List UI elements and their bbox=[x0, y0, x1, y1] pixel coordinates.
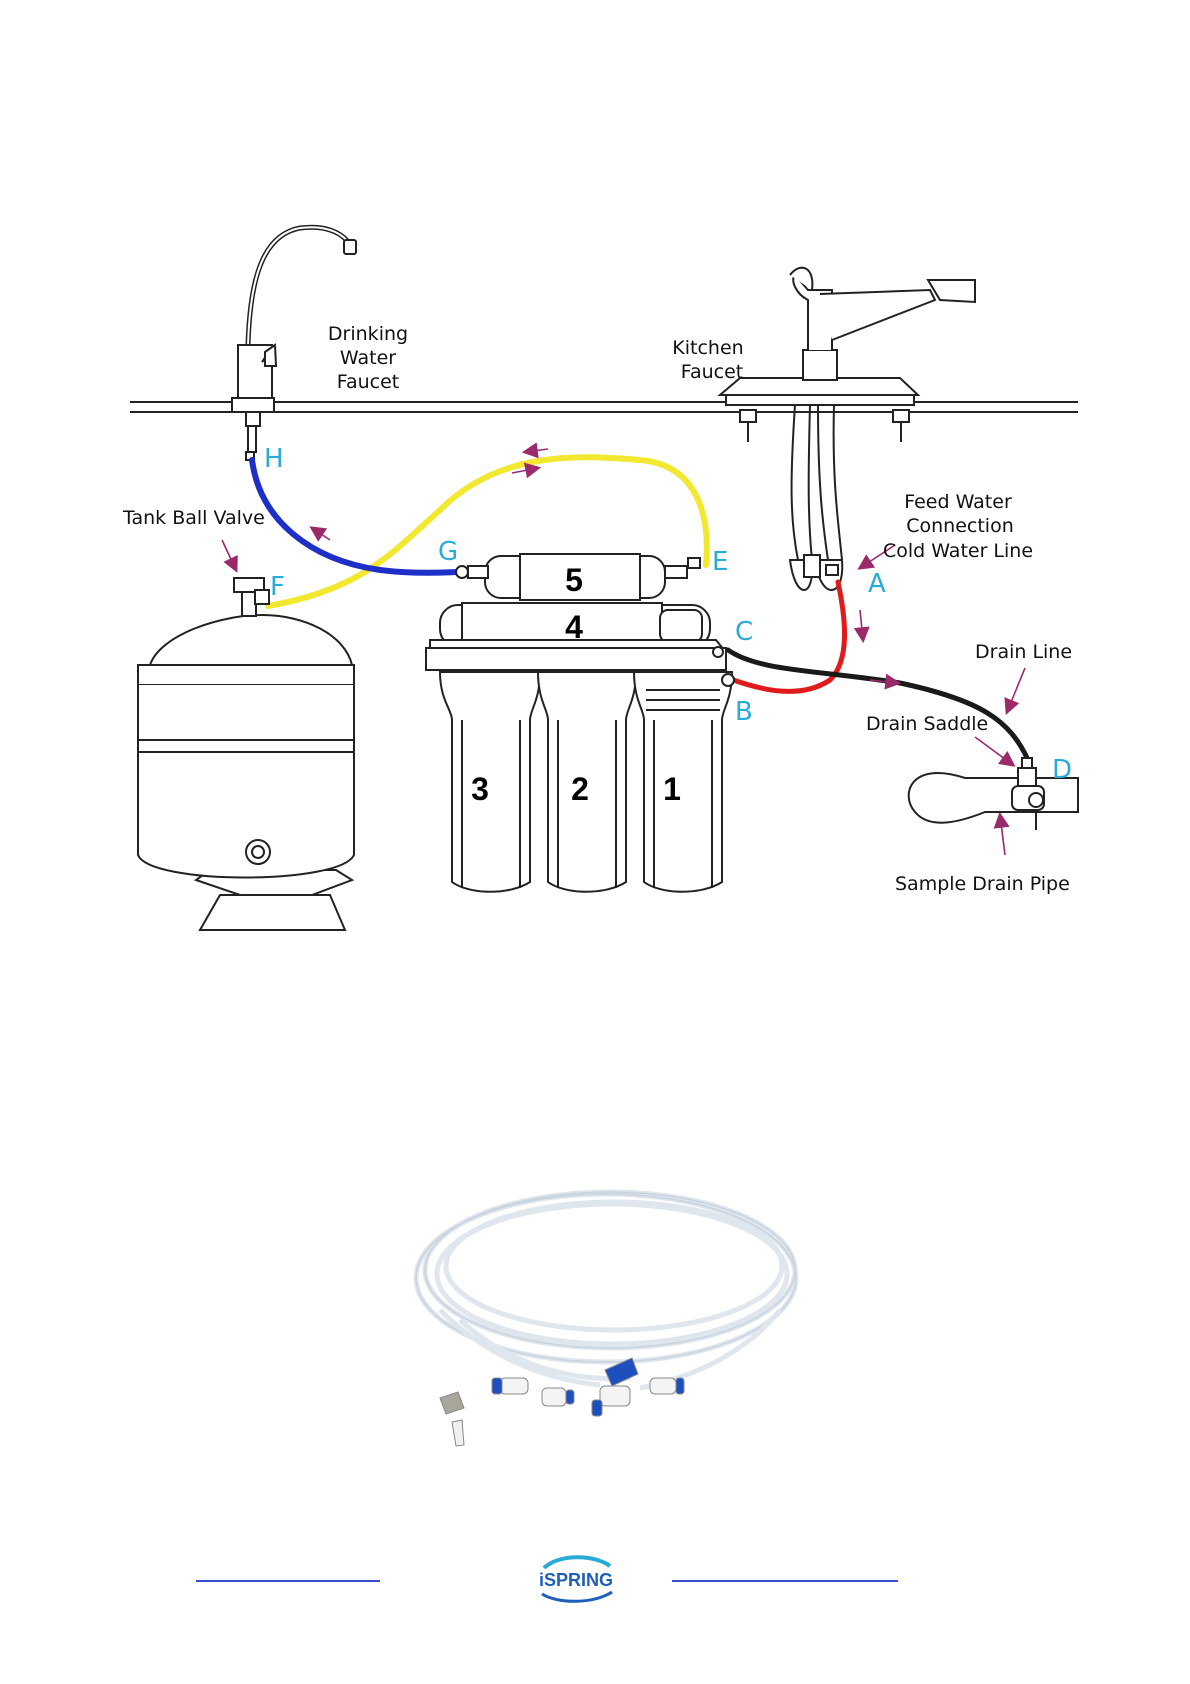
svg-text:Water: Water bbox=[340, 347, 396, 369]
tubing-kit-icon bbox=[400, 1160, 820, 1480]
point-d: D bbox=[1052, 755, 1072, 785]
svg-text:Feed Water: Feed Water bbox=[904, 491, 1012, 513]
stage-4-number: 4 bbox=[565, 609, 583, 645]
tank-ball-valve-label: Tank Ball Valve bbox=[122, 507, 265, 529]
ispring-logo: iSPRING bbox=[528, 1550, 624, 1606]
point-b: B bbox=[735, 697, 753, 727]
footer-rule-left bbox=[196, 1580, 380, 1582]
footer-rule-right bbox=[672, 1580, 898, 1582]
stage-3-number: 3 bbox=[471, 771, 489, 807]
svg-text:Cold Water Line: Cold Water Line bbox=[883, 540, 1033, 562]
svg-text:Faucet: Faucet bbox=[337, 371, 399, 393]
svg-text:Kitchen: Kitchen bbox=[672, 337, 743, 359]
svg-text:Faucet: Faucet bbox=[681, 361, 743, 383]
drain-line-label: Drain Line bbox=[975, 641, 1072, 663]
point-h: H bbox=[264, 444, 284, 474]
svg-text:Drinking: Drinking bbox=[328, 323, 408, 345]
feed-water-label: Feed Water Connection Cold Water Line bbox=[883, 491, 1033, 562]
stage-1-number: 1 bbox=[663, 771, 681, 807]
stage-2-number: 2 bbox=[571, 771, 589, 807]
page-footer: iSPRING bbox=[0, 1540, 1190, 1610]
drinking-water-faucet-label: Drinking Water Faucet bbox=[328, 323, 408, 393]
ro-filter-system bbox=[426, 554, 734, 892]
point-e: E bbox=[712, 547, 728, 577]
drain-saddle-label: Drain Saddle bbox=[866, 713, 988, 735]
point-f: F bbox=[270, 572, 285, 602]
storage-tank bbox=[138, 578, 354, 930]
point-g: G bbox=[438, 537, 458, 567]
svg-text:Connection: Connection bbox=[906, 515, 1014, 537]
point-c: C bbox=[735, 617, 753, 647]
stage-5-number: 5 bbox=[565, 562, 583, 598]
svg-text:iSPRING: iSPRING bbox=[539, 1570, 613, 1590]
kitchen-faucet-label: Kitchen Faucet bbox=[672, 337, 743, 383]
sample-drain-pipe-label: Sample Drain Pipe bbox=[895, 873, 1070, 895]
point-a: A bbox=[868, 569, 886, 599]
ro-installation-diagram: Drinking Water Faucet Kitchen Faucet Tan… bbox=[0, 0, 1190, 960]
faucet-line bbox=[252, 460, 458, 573]
